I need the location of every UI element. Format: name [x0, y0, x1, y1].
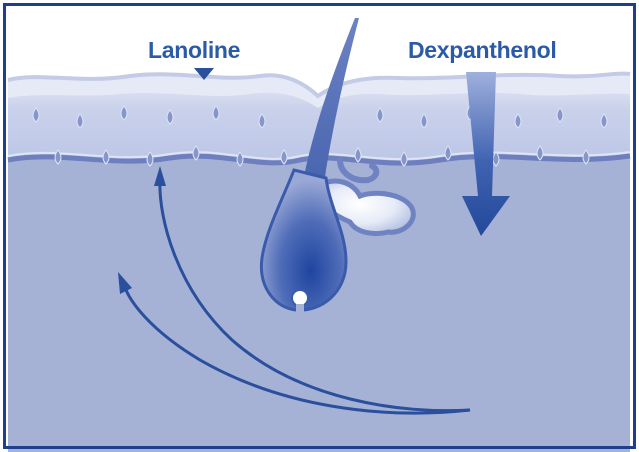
dermal-papilla: [292, 290, 308, 306]
label-dexpanthenol: Dexpanthenol: [408, 37, 556, 63]
label-lanoline: Lanoline: [148, 37, 240, 63]
papilla-stalk: [296, 304, 304, 314]
